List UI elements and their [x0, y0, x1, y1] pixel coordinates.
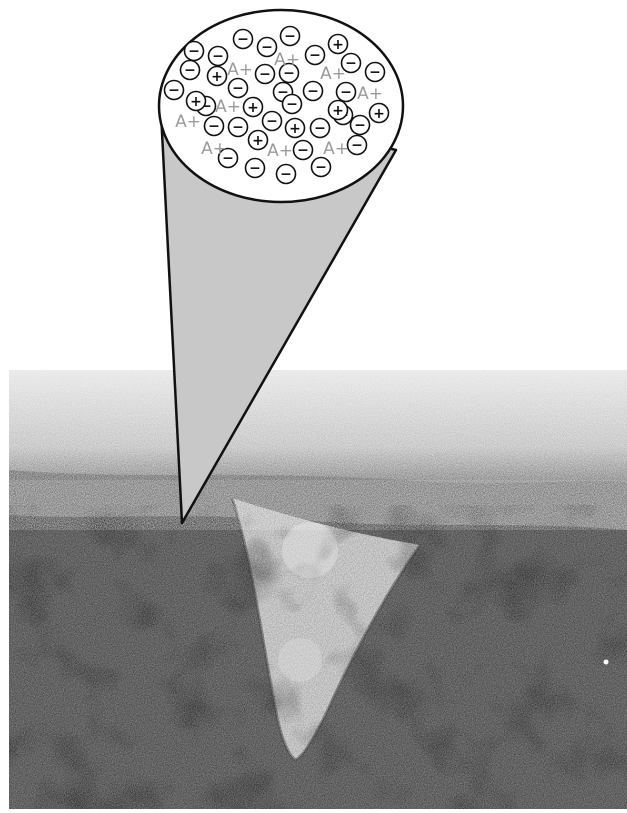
svg-text:−: − [208, 119, 220, 135]
svg-text:−: − [345, 56, 357, 72]
anion-charge: − [277, 165, 296, 184]
positive-charge: + [249, 131, 268, 150]
svg-text:−: − [168, 83, 180, 99]
svg-text:−: − [286, 97, 298, 113]
svg-text:−: − [261, 40, 273, 56]
adsorbed-cation-label: A+ [227, 60, 253, 80]
svg-text:−: − [232, 81, 244, 97]
anion-charge: − [185, 42, 204, 61]
svg-text:−: − [314, 121, 326, 137]
anion-charge: − [234, 30, 253, 49]
anion-charge: − [246, 159, 265, 178]
adsorbed-cation-label: A+ [323, 139, 349, 159]
anion-charge: − [348, 136, 367, 155]
svg-text:−: − [351, 138, 363, 154]
anion-charge: − [229, 79, 248, 98]
svg-text:−: − [315, 160, 327, 176]
svg-text:−: − [188, 44, 200, 60]
svg-text:−: − [307, 84, 319, 100]
positive-charge: + [208, 67, 227, 86]
anion-charge: − [294, 141, 313, 160]
svg-text:−: − [340, 85, 352, 101]
svg-text:+: + [332, 37, 344, 53]
svg-text:−: − [354, 118, 366, 134]
svg-text:−: − [232, 120, 244, 136]
positive-charge: + [329, 101, 348, 120]
anion-charge: − [229, 118, 248, 137]
anion-charge: − [366, 63, 385, 82]
adsorbed-cation-label: A+ [320, 64, 346, 84]
anion-charge: − [256, 65, 275, 84]
adsorbed-cation-label: A+ [357, 84, 383, 104]
svg-text:−: − [309, 48, 321, 64]
positive-charge: + [244, 98, 263, 117]
anion-charge: − [283, 95, 302, 114]
anion-charge: − [205, 117, 224, 136]
svg-text:−: − [212, 49, 224, 65]
adsorbed-cation-label: A+ [267, 141, 293, 161]
positive-charge: + [370, 104, 389, 123]
adsorbed-cation-label: A+ [274, 50, 300, 70]
positive-charge: + [286, 119, 305, 138]
anion-charge: − [281, 27, 300, 46]
anion-charge: − [312, 158, 331, 177]
svg-text:−: − [237, 32, 249, 48]
anion-charge: − [263, 112, 282, 131]
svg-text:−: − [369, 65, 381, 81]
speck [604, 660, 609, 665]
svg-text:+: + [211, 69, 223, 85]
svg-text:+: + [373, 106, 385, 122]
anion-charge: − [306, 46, 325, 65]
svg-text:+: + [289, 121, 301, 137]
svg-text:+: + [332, 103, 344, 119]
anion-charge: − [311, 119, 330, 138]
svg-text:−: − [280, 167, 292, 183]
svg-text:+: + [190, 94, 202, 110]
svg-text:+: + [252, 133, 264, 149]
adsorbed-cation-label: A+ [175, 112, 201, 132]
ion-inset: −−−−−−−−−−−−−−−−−−−−−−−−−−−−−−++++++++A+… [159, 10, 403, 202]
anion-charge: − [181, 61, 200, 80]
svg-text:−: − [184, 63, 196, 79]
positive-charge: + [187, 92, 206, 111]
anion-charge: − [351, 116, 370, 135]
svg-text:−: − [297, 143, 309, 159]
anion-charge: − [304, 82, 323, 101]
adsorbed-cation-label: A+ [201, 139, 227, 159]
adsorbed-cation-label: A+ [215, 97, 241, 117]
svg-text:−: − [284, 29, 296, 45]
svg-text:−: − [259, 67, 271, 83]
svg-text:−: − [266, 114, 278, 130]
positive-charge: + [329, 35, 348, 54]
anion-charge: − [165, 81, 184, 100]
anion-charge: − [337, 83, 356, 102]
anion-charge: − [209, 47, 228, 66]
micrograph [9, 370, 627, 809]
svg-text:+: + [247, 100, 259, 116]
svg-text:−: − [249, 161, 261, 177]
